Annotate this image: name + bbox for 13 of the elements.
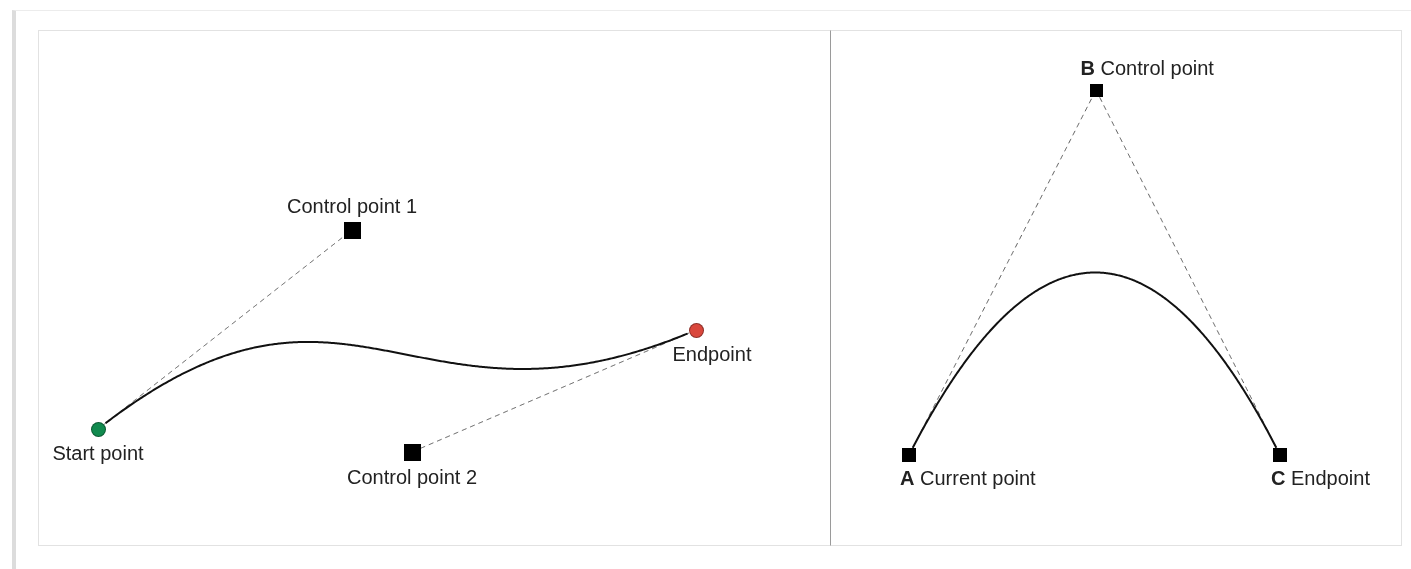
point-label: B Control point <box>1080 55 1214 80</box>
point-label: Start point <box>52 440 144 465</box>
bezier-curve <box>911 271 1278 449</box>
point-label: A Current point <box>900 466 1036 490</box>
bezier-curve <box>104 332 689 425</box>
point-label: Control point 2 <box>346 464 478 489</box>
point-label: Control point 1 <box>286 193 418 218</box>
point-label: C Endpoint <box>1271 466 1370 490</box>
panel-frame <box>38 30 831 546</box>
control-line <box>420 332 690 449</box>
point-label: Endpoint <box>672 341 752 366</box>
control-line <box>103 236 344 425</box>
panel-frame <box>830 30 1402 546</box>
